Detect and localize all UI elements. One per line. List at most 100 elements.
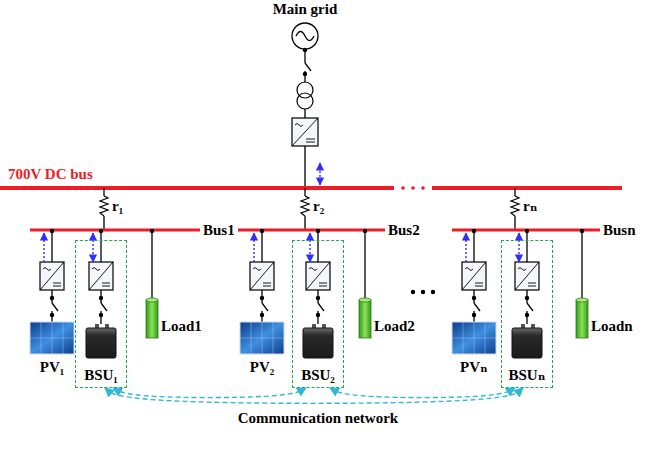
converter-diagonal bbox=[292, 118, 318, 146]
converter-symbol bbox=[250, 262, 274, 290]
junction-dot bbox=[50, 296, 54, 300]
power-flow-arrow bbox=[92, 233, 93, 262]
resistor-lead bbox=[103, 188, 104, 196]
wire bbox=[100, 230, 101, 262]
part-label: PVₙ bbox=[460, 359, 488, 376]
junction-dot bbox=[260, 296, 264, 300]
communication-link bbox=[105, 388, 523, 403]
power-flow-arrow bbox=[253, 233, 254, 262]
junction-dot bbox=[303, 48, 307, 52]
bus-label: 700V DC bus bbox=[8, 166, 93, 183]
part-label: Bus2 bbox=[388, 222, 420, 239]
continuation-dot bbox=[401, 186, 405, 190]
junction-dot bbox=[99, 229, 103, 233]
junction-dot bbox=[303, 72, 307, 76]
battery-terminal bbox=[312, 324, 316, 328]
switch-blade bbox=[305, 63, 311, 71]
sine-mark bbox=[296, 32, 314, 41]
junction-dot bbox=[525, 296, 529, 300]
switch-blade bbox=[474, 303, 480, 311]
wire bbox=[151, 230, 152, 300]
battery-symbol bbox=[86, 328, 116, 358]
power-flow-arrow bbox=[43, 233, 44, 262]
communication-link bbox=[113, 388, 306, 398]
resistor-symbol bbox=[511, 196, 519, 216]
switch-lead bbox=[473, 300, 474, 303]
junction-dot bbox=[316, 313, 320, 317]
ac-mark bbox=[253, 268, 261, 271]
ac-mark bbox=[43, 268, 51, 271]
junction-dot bbox=[472, 313, 476, 317]
junction-dot bbox=[99, 313, 103, 317]
continuation-dot bbox=[411, 290, 415, 294]
converter-symbol bbox=[462, 262, 486, 290]
dc-mark bbox=[528, 283, 536, 286]
battery-terminal bbox=[322, 324, 326, 328]
load-symbol bbox=[146, 300, 158, 338]
network-label: Communication network bbox=[235, 410, 401, 427]
switch-blade bbox=[52, 303, 58, 311]
power-flow-arrow bbox=[319, 163, 320, 185]
resistor-symbol bbox=[100, 196, 108, 216]
ac-mark bbox=[295, 124, 303, 127]
bsu-group-box: BSUₙ bbox=[501, 240, 553, 388]
continuation-dot bbox=[421, 186, 425, 190]
converter-diagonal bbox=[515, 262, 539, 290]
wire bbox=[261, 230, 262, 262]
part-label: PV₁ bbox=[40, 359, 65, 376]
part-label: Loadn bbox=[591, 318, 633, 335]
pv-panel bbox=[452, 322, 496, 354]
junction-dot bbox=[363, 229, 367, 233]
dc-mark bbox=[263, 283, 271, 286]
switch-lead bbox=[51, 300, 52, 303]
switch-lead bbox=[261, 300, 262, 303]
junction-dot bbox=[316, 229, 320, 233]
junction-dot bbox=[260, 229, 264, 233]
converter-diagonal bbox=[89, 262, 113, 290]
power-flow-arrow bbox=[518, 233, 519, 262]
continuation-dot bbox=[411, 186, 415, 190]
junction-dot bbox=[50, 313, 54, 317]
resistor-symbol bbox=[301, 196, 309, 216]
resistor-lead bbox=[304, 188, 305, 196]
switch-blade bbox=[101, 303, 107, 311]
switch-blade bbox=[527, 303, 533, 311]
wire bbox=[581, 230, 582, 300]
communication-link bbox=[330, 388, 515, 398]
bsu-label: BSU₁ bbox=[76, 367, 126, 384]
power-flow-arrow bbox=[465, 233, 466, 262]
dc-mark bbox=[319, 283, 327, 286]
junction-dot bbox=[525, 229, 529, 233]
continuation-dot bbox=[421, 290, 425, 294]
resistor-lead bbox=[514, 216, 515, 230]
pv-cell-line bbox=[452, 338, 496, 339]
wire bbox=[304, 109, 305, 118]
part-label: Load1 bbox=[161, 318, 202, 335]
resistor-lead bbox=[514, 188, 515, 196]
bsu-label: BSU₂ bbox=[293, 367, 343, 384]
switch-lead bbox=[526, 300, 527, 303]
power-flow-arrow bbox=[309, 233, 310, 262]
pv-panel bbox=[30, 322, 74, 354]
wire bbox=[317, 230, 318, 262]
converter-symbol bbox=[292, 118, 318, 146]
junction-dot bbox=[50, 229, 54, 233]
continuation-dot bbox=[431, 290, 435, 294]
part-label: Load2 bbox=[374, 318, 415, 335]
load-symbol bbox=[359, 300, 371, 338]
dc-mark bbox=[102, 283, 110, 286]
dc-bus bbox=[0, 186, 394, 190]
bsu-group-box: BSU₁ bbox=[75, 240, 127, 388]
battery-symbol bbox=[512, 328, 542, 358]
part-label: r₁ bbox=[112, 198, 123, 215]
grid-source-symbol bbox=[292, 23, 318, 49]
transformer-winding bbox=[297, 93, 313, 109]
sub-bus bbox=[30, 229, 200, 232]
switch-blade bbox=[318, 303, 324, 311]
battery-terminal bbox=[521, 324, 525, 328]
part-label: PV₂ bbox=[250, 359, 275, 376]
junction-dot bbox=[580, 229, 584, 233]
resistor-lead bbox=[304, 216, 305, 230]
ac-mark bbox=[92, 268, 100, 271]
converter-symbol bbox=[306, 262, 330, 290]
